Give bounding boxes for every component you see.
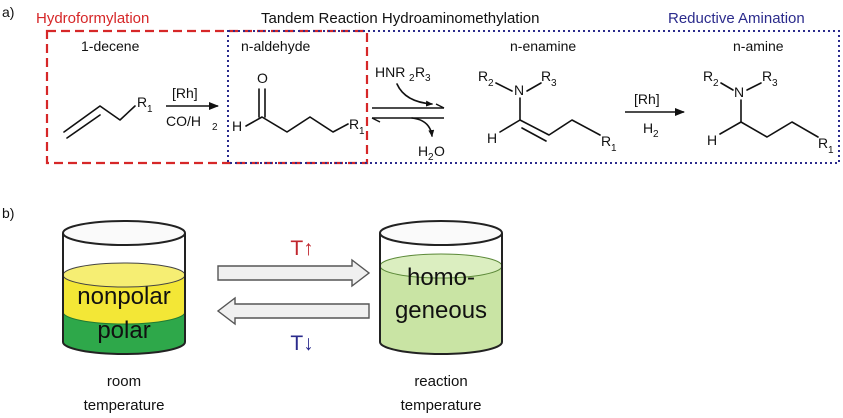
left-beaker: nonpolar polar room temperature: [62, 220, 186, 414]
aldehyde-o: O: [257, 70, 268, 86]
enamine-n: N: [514, 82, 524, 98]
cooling-symbol: T↓: [290, 332, 313, 355]
enamine-structure: R 2 N R 3 H R 1: [478, 68, 617, 154]
decene-r-sub: 1: [147, 104, 153, 115]
enamine-r2: R: [478, 68, 488, 84]
enamine-h: H: [487, 130, 497, 146]
hydroformylation-header: Hydroformylation: [36, 10, 149, 27]
amine-h: H: [707, 132, 717, 148]
polar-label: polar: [97, 317, 150, 344]
decene-r: R: [137, 94, 147, 110]
aldehyde-r-sub: 1: [359, 126, 365, 137]
step2-reagent-r: R: [415, 64, 425, 80]
enamine-r1-sub: 1: [611, 143, 617, 154]
nonpolar-label: nonpolar: [77, 283, 170, 310]
step2-byproduct-sub: 2: [428, 152, 434, 163]
aldehyde-name: n-aldehyde: [241, 38, 310, 54]
enamine-name: n-enamine: [510, 38, 576, 54]
hydroformylation-box: [45, 29, 369, 165]
amine-r1-sub: 1: [828, 145, 834, 156]
step3-reagent: H: [643, 120, 653, 136]
cooling-arrow: [216, 296, 370, 326]
heating-symbol: T↑: [290, 237, 313, 260]
amine-n: N: [734, 84, 744, 100]
left-caption-line2: temperature: [84, 397, 165, 414]
step3-reagent-sub: 2: [653, 129, 659, 140]
decene-name: 1-decene: [81, 38, 140, 54]
aldehyde-structure: O H R 1: [232, 70, 365, 137]
right-beaker: homo- geneous reaction temperature: [379, 220, 503, 414]
left-beaker-nonpolar-phase: [63, 275, 185, 324]
right-caption-line2: temperature: [401, 397, 482, 414]
panel-a-label: a): [2, 4, 14, 20]
tandem-reaction-header: Tandem Reaction Hydroaminomethylation: [261, 10, 539, 27]
step2-reagent-sub2: 3: [425, 73, 431, 84]
reductive-amination-box: [227, 30, 840, 164]
reductive-amination-header: Reductive Amination: [668, 10, 805, 27]
enamine-r3: R: [541, 68, 551, 84]
right-caption-line1: reaction: [414, 373, 467, 390]
decene-structure: R 1: [63, 94, 153, 139]
amine-r3: R: [762, 68, 772, 84]
homogeneous-label-line1: homo-: [407, 264, 475, 291]
panel-b-label: b): [2, 205, 14, 221]
step2-byproduct-o: O: [434, 143, 445, 159]
amine-structure: R 2 N R 3 H R 1: [703, 68, 834, 156]
aldehyde-h: H: [232, 118, 242, 134]
enamine-r2-sub: 2: [488, 78, 494, 89]
homogeneous-label-line2: geneous: [395, 297, 487, 324]
right-beaker-homogeneous-phase: [380, 266, 502, 354]
enamine-r1: R: [601, 133, 611, 149]
amine-r3-sub: 3: [772, 78, 778, 89]
step2-equilibrium: HNR 2 R 3 H 2 O: [371, 64, 445, 163]
amine-r1: R: [818, 135, 828, 151]
step2-reagent: HNR: [375, 64, 405, 80]
amine-r2-sub: 2: [713, 78, 719, 89]
enamine-r3-sub: 3: [551, 78, 557, 89]
amine-name: n-amine: [733, 38, 784, 54]
step2-byproduct: H: [418, 143, 428, 159]
aldehyde-r: R: [349, 116, 359, 132]
left-caption-line1: room: [107, 373, 141, 390]
step1-reagent: CO/H: [166, 113, 201, 129]
step1-catalyst: [Rh]: [172, 85, 198, 101]
step3-catalyst: [Rh]: [634, 91, 660, 107]
step2-reagent-sub1: 2: [409, 73, 415, 84]
step1-reagent-sub: 2: [212, 122, 218, 133]
phase-transition-arrows: T↑ T↓: [216, 237, 371, 355]
amine-r2: R: [703, 68, 713, 84]
heating-arrow: [217, 258, 371, 288]
step1-arrow: [Rh] CO/H 2: [166, 85, 219, 133]
step3-arrow: [Rh] H 2: [625, 91, 685, 140]
